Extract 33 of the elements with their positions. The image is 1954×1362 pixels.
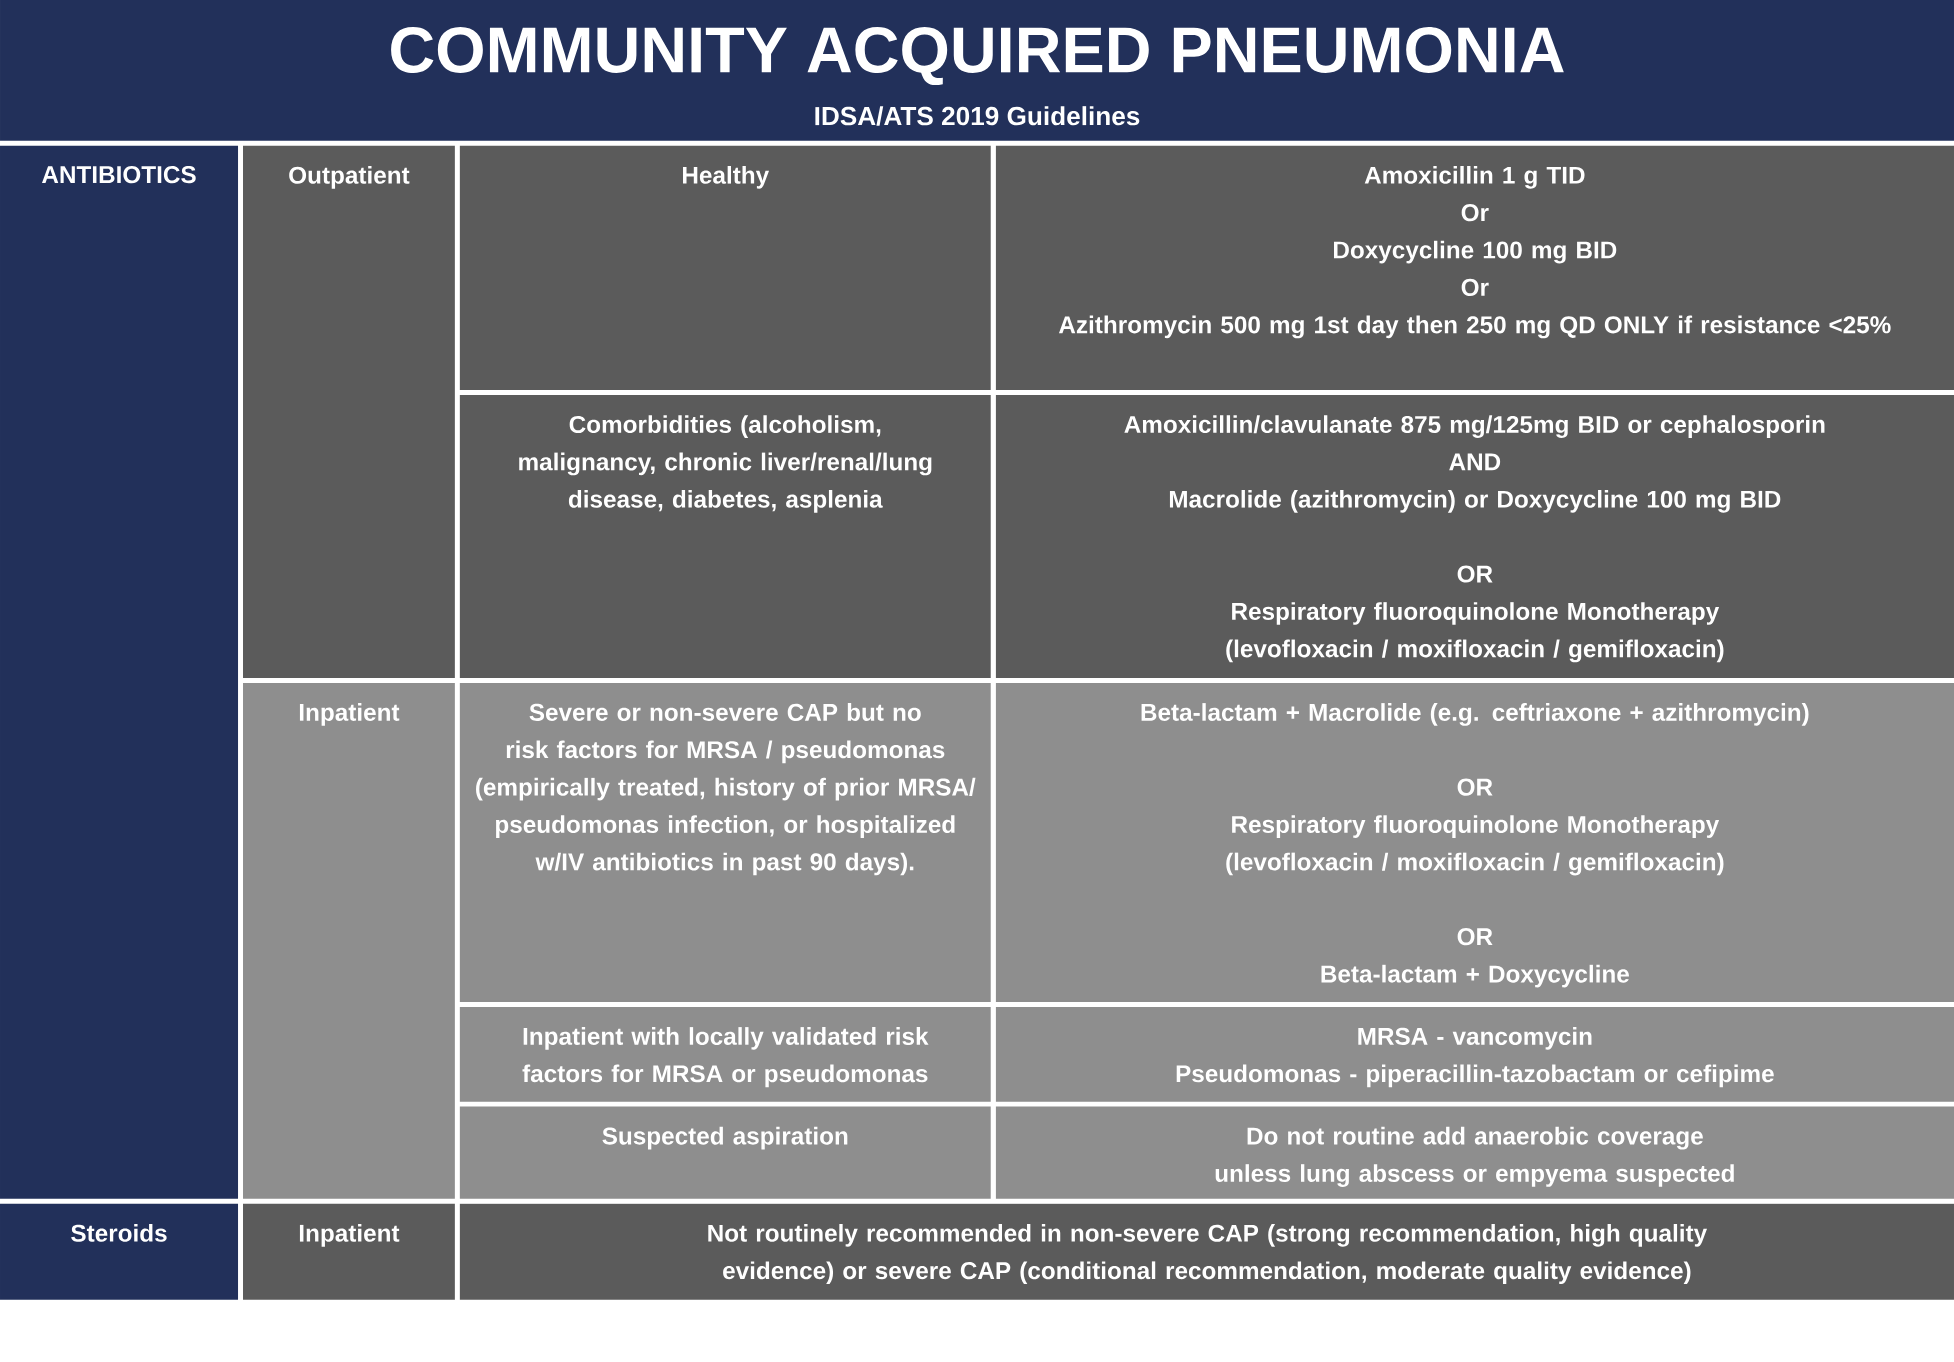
table-cell: Steroids: [0, 1203, 239, 1300]
table-cell: Do not routine add anaerobic coverage unless lung abscess or empyema suspected: [995, 1106, 1954, 1199]
label: Macrolide (azithromycin) or Doxycycline 100 mg BID: [1169, 489, 1781, 513]
label: Amoxicillin 1 g TID: [1364, 165, 1585, 189]
table-cell: Inpatient with locally validated risk factors for MRSA or pseudomonas: [459, 1006, 991, 1102]
table-cell: Outpatient: [243, 145, 455, 678]
label: AND: [1449, 453, 1501, 471]
table-cell: Beta-lactam + Macrolide (e.g. ceftriaxone + azithromycin) OR Respiratory fluoroquinolone Monotherapy (levofloxacin / moxifloxacin / gemifloxacin) OR Beta-lactam + Doxycycline: [995, 682, 1954, 1002]
table-cell: Healthy: [459, 145, 991, 390]
label: OR: [1457, 778, 1493, 796]
label: Amoxicillin/clavulanate 875 mg/125mg BID or cephalosporin: [1124, 415, 1825, 438]
label: OR: [1457, 928, 1493, 946]
label: Respiratory fluoroquinolone Monotherapy (levofloxacin / moxifloxacin / gemifloxacin): [1226, 602, 1724, 663]
table-cell: Inpatient: [243, 682, 455, 1199]
label: Beta-lactam + Macrolide (e.g. ceftriaxone + azithromycin): [1141, 703, 1809, 726]
label: Doxycycline 100 mg BID: [1334, 240, 1617, 264]
label: Respiratory fluoroquinolone Monotherapy (levofloxacin / moxifloxacin / gemifloxacin): [1226, 815, 1724, 876]
table-cell: MRSA - vancomycin Pseudomonas - piperacillin-tazobactam or cefipime: [995, 1006, 1954, 1102]
label: Or: [1461, 278, 1489, 296]
label: OR: [1457, 565, 1493, 583]
table-cell: Inpatient: [243, 1203, 455, 1300]
table-cell: Not routinely recommended in non-severe CAP (strong recommendation, high quality evidence) or severe CAP (conditional recommendation, moderate quality evidence): [459, 1203, 1954, 1300]
table-cell: Suspected aspiration: [459, 1106, 991, 1199]
label: Or: [1461, 203, 1489, 222]
label: Beta-lactam + Doxycycline: [1321, 964, 1629, 988]
label: Azithromycin 500 mg 1st day then 250 mg QD ONLY if resistance <25%: [1058, 315, 1891, 339]
subtitle: IDSA/ATS 2019 Guidelines: [815, 106, 1140, 126]
table-cell: Amoxicillin 1 g TID Or Doxycycline 100 mg BID Or Azithromycin 500 mg 1st day then 250 mg QD ONLY if resistance <25%: [995, 145, 1954, 390]
title: COMMUNITY ACQUIRED PNEUMONIA: [391, 27, 1564, 86]
table-cell: Comorbidities (alcoholism, malignancy, chronic liver/renal/lung disease, diabetes, asplenia: [459, 395, 991, 678]
table-cell: Severe or non-severe CAP but no risk factors for MRSA / pseudomonas (empirically treated, history of prior MRSA/ pseudomonas infection, or hospitalized w/IV antibiotics in past 90 days).: [459, 682, 991, 1002]
table-cell: Amoxicillin/clavulanate 875 mg/125mg BID or cephalosporin AND Macrolide (azithromycin) or Doxycycline 100 mg BID OR Respiratory fluoroquinolone Monotherapy (levofloxacin / moxifloxacin / gemifloxacin): [995, 395, 1954, 678]
table-cell: ANTIBIOTICS: [0, 145, 239, 1199]
